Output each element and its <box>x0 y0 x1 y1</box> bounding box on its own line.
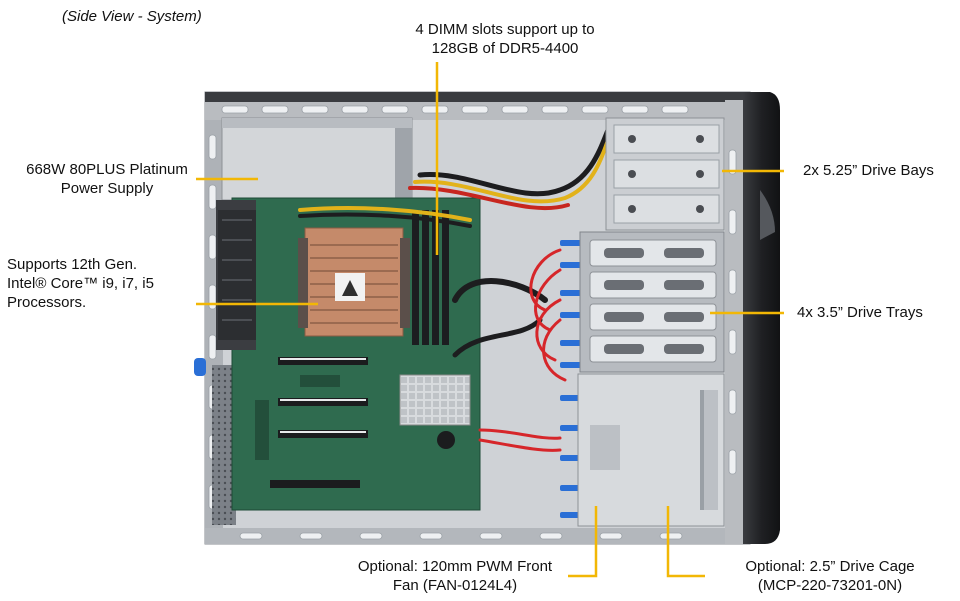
dimm-callout: 4 DIMM slots support up to 128GB of DDR5… <box>380 20 630 58</box>
blue-connectors <box>560 240 582 518</box>
fan-callout-line2: Fan (FAN-0124L4) <box>392 577 518 594</box>
rear-fan <box>218 210 256 340</box>
cpu-callout: Supports 12th Gen. Intel® Core™ i9, i7, … <box>7 255 154 312</box>
cage25-callout-line2: (MCP-220-73201-0N) <box>757 577 903 594</box>
fan-callout: Optional: 120mm PWM Front Fan (FAN-0124L… <box>335 557 575 595</box>
cage25-callout-line1: Optional: 2.5” Drive Cage <box>745 558 915 575</box>
drive-trays-35 <box>579 231 725 373</box>
cage25-leader <box>666 506 705 578</box>
fan-callout-line1: Optional: 120mm PWM Front <box>357 558 553 575</box>
drive-cage-25 <box>577 373 725 527</box>
cage25-callout: Optional: 2.5” Drive Cage (MCP-220-73201… <box>720 557 940 595</box>
bays525-callout: 2x 5.25” Drive Bays <box>803 162 934 179</box>
drive-bays-525 <box>605 117 725 231</box>
sata-cables <box>478 248 567 452</box>
psu-callout-line1: 668W 80PLUS Platinum <box>26 161 188 178</box>
dimm-callout-line1: 4 DIMM slots support up to <box>415 21 595 38</box>
fan-leader <box>568 506 598 578</box>
dimm-callout-line2: 128GB of DDR5-4400 <box>431 40 579 57</box>
trays35-callout: 4x 3.5” Drive Trays <box>797 304 923 321</box>
psu-callout: 668W 80PLUS Platinum Power Supply <box>12 160 202 198</box>
cpu-cooler <box>298 227 410 337</box>
cpu-callout-line1: Supports 12th Gen. <box>7 256 138 273</box>
leader-lines <box>196 62 784 578</box>
view-label: (Side View - System) <box>62 8 202 25</box>
power-supply <box>221 117 413 201</box>
power-cables <box>298 127 612 358</box>
cpu-callout-line2: Intel® Core™ i9, i7, i5 <box>7 275 154 292</box>
psu-callout-line2: Power Supply <box>60 180 154 197</box>
cpu-callout-line3: Processors. <box>7 294 87 311</box>
